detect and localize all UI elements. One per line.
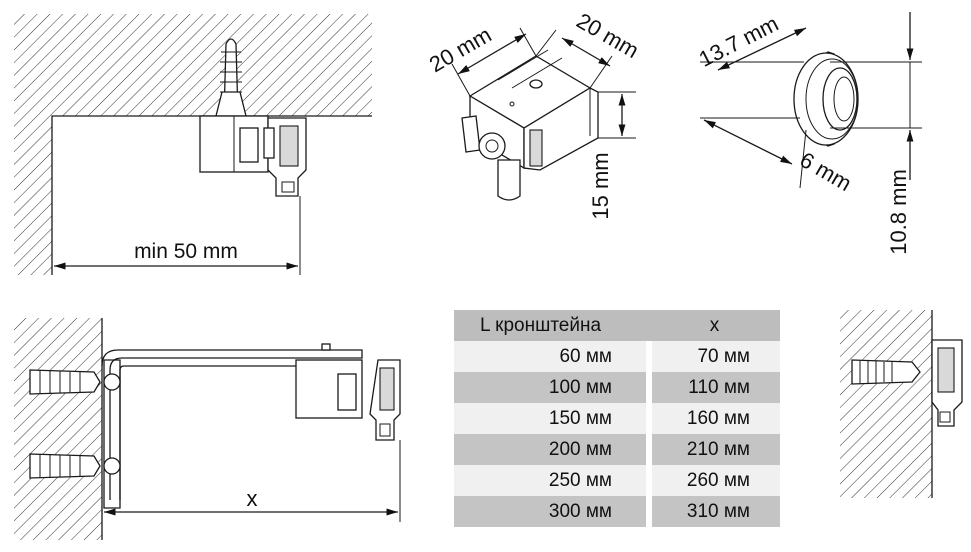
- rail-profile-icon: [263, 117, 307, 197]
- wall-plug-icon: [29, 369, 121, 479]
- rail-profile-icon: [931, 339, 963, 427]
- table-cell-x: 110 мм: [646, 372, 780, 403]
- table-cell-length: 250 мм: [454, 465, 649, 496]
- wall-plug-icon: [215, 38, 247, 117]
- bracket-width-label: 20 mm: [425, 22, 496, 77]
- cap-diameter-label: 13.7 mm: [695, 11, 783, 72]
- header-bracket-length: L кронштейна: [454, 310, 649, 341]
- wall-hatch: [14, 318, 102, 540]
- ceiling-hatch: [14, 14, 372, 275]
- end-cap-icon: [793, 51, 859, 147]
- table-cell-length: 200 мм: [454, 434, 649, 465]
- table-cell-length: 150 мм: [454, 403, 649, 434]
- table-cell-x: 70 мм: [646, 341, 780, 372]
- table-row: 250 мм 260 мм: [454, 465, 780, 496]
- table-row: 150 мм 160 мм: [454, 403, 780, 434]
- bracket-3d-diagram: 20 mm 20 mm 15 mm: [425, 8, 643, 220]
- table-row: 100 мм 110 мм: [454, 372, 780, 403]
- table-row: 200 мм 210 мм: [454, 434, 780, 465]
- table-cell-length: 100 мм: [454, 372, 649, 403]
- wall-hatch: [840, 310, 932, 498]
- table-cell-x: 260 мм: [646, 465, 780, 496]
- header-x: x: [649, 310, 780, 341]
- bracket-height-label: 15 mm: [588, 152, 613, 219]
- table-row: 300 мм 310 мм: [454, 496, 780, 527]
- wall-plug-icon: [851, 359, 921, 385]
- table-cell-x: 160 мм: [646, 403, 780, 434]
- x-dimension-label: x: [247, 486, 258, 511]
- cap-height-label: 10.8 mm: [886, 169, 911, 255]
- table-cell-length: 300 мм: [454, 496, 649, 527]
- end-cap-diagram: 13.7 mm 6 mm 10.8 mm: [695, 11, 922, 255]
- bracket-depth-label: 20 mm: [572, 8, 643, 63]
- wall-mount-diagram: x: [14, 318, 401, 540]
- cap-depth-label: 6 mm: [796, 147, 856, 196]
- bracket-icon: [199, 115, 269, 173]
- side-cap-diagram: [840, 310, 963, 498]
- table-cell-x: 310 мм: [646, 496, 780, 527]
- table-cell-length: 60 мм: [454, 341, 649, 372]
- size-table: L кронштейна x 60 мм 70 мм 100 мм 110 мм…: [454, 310, 780, 527]
- table-header-row: L кронштейна x: [454, 310, 780, 341]
- ceiling-mount-diagram: min 50 mm: [14, 14, 372, 275]
- table-cell-x: 210 мм: [646, 434, 780, 465]
- table-row: 60 мм 70 мм: [454, 341, 780, 372]
- min-distance-label: min 50 mm: [134, 240, 238, 263]
